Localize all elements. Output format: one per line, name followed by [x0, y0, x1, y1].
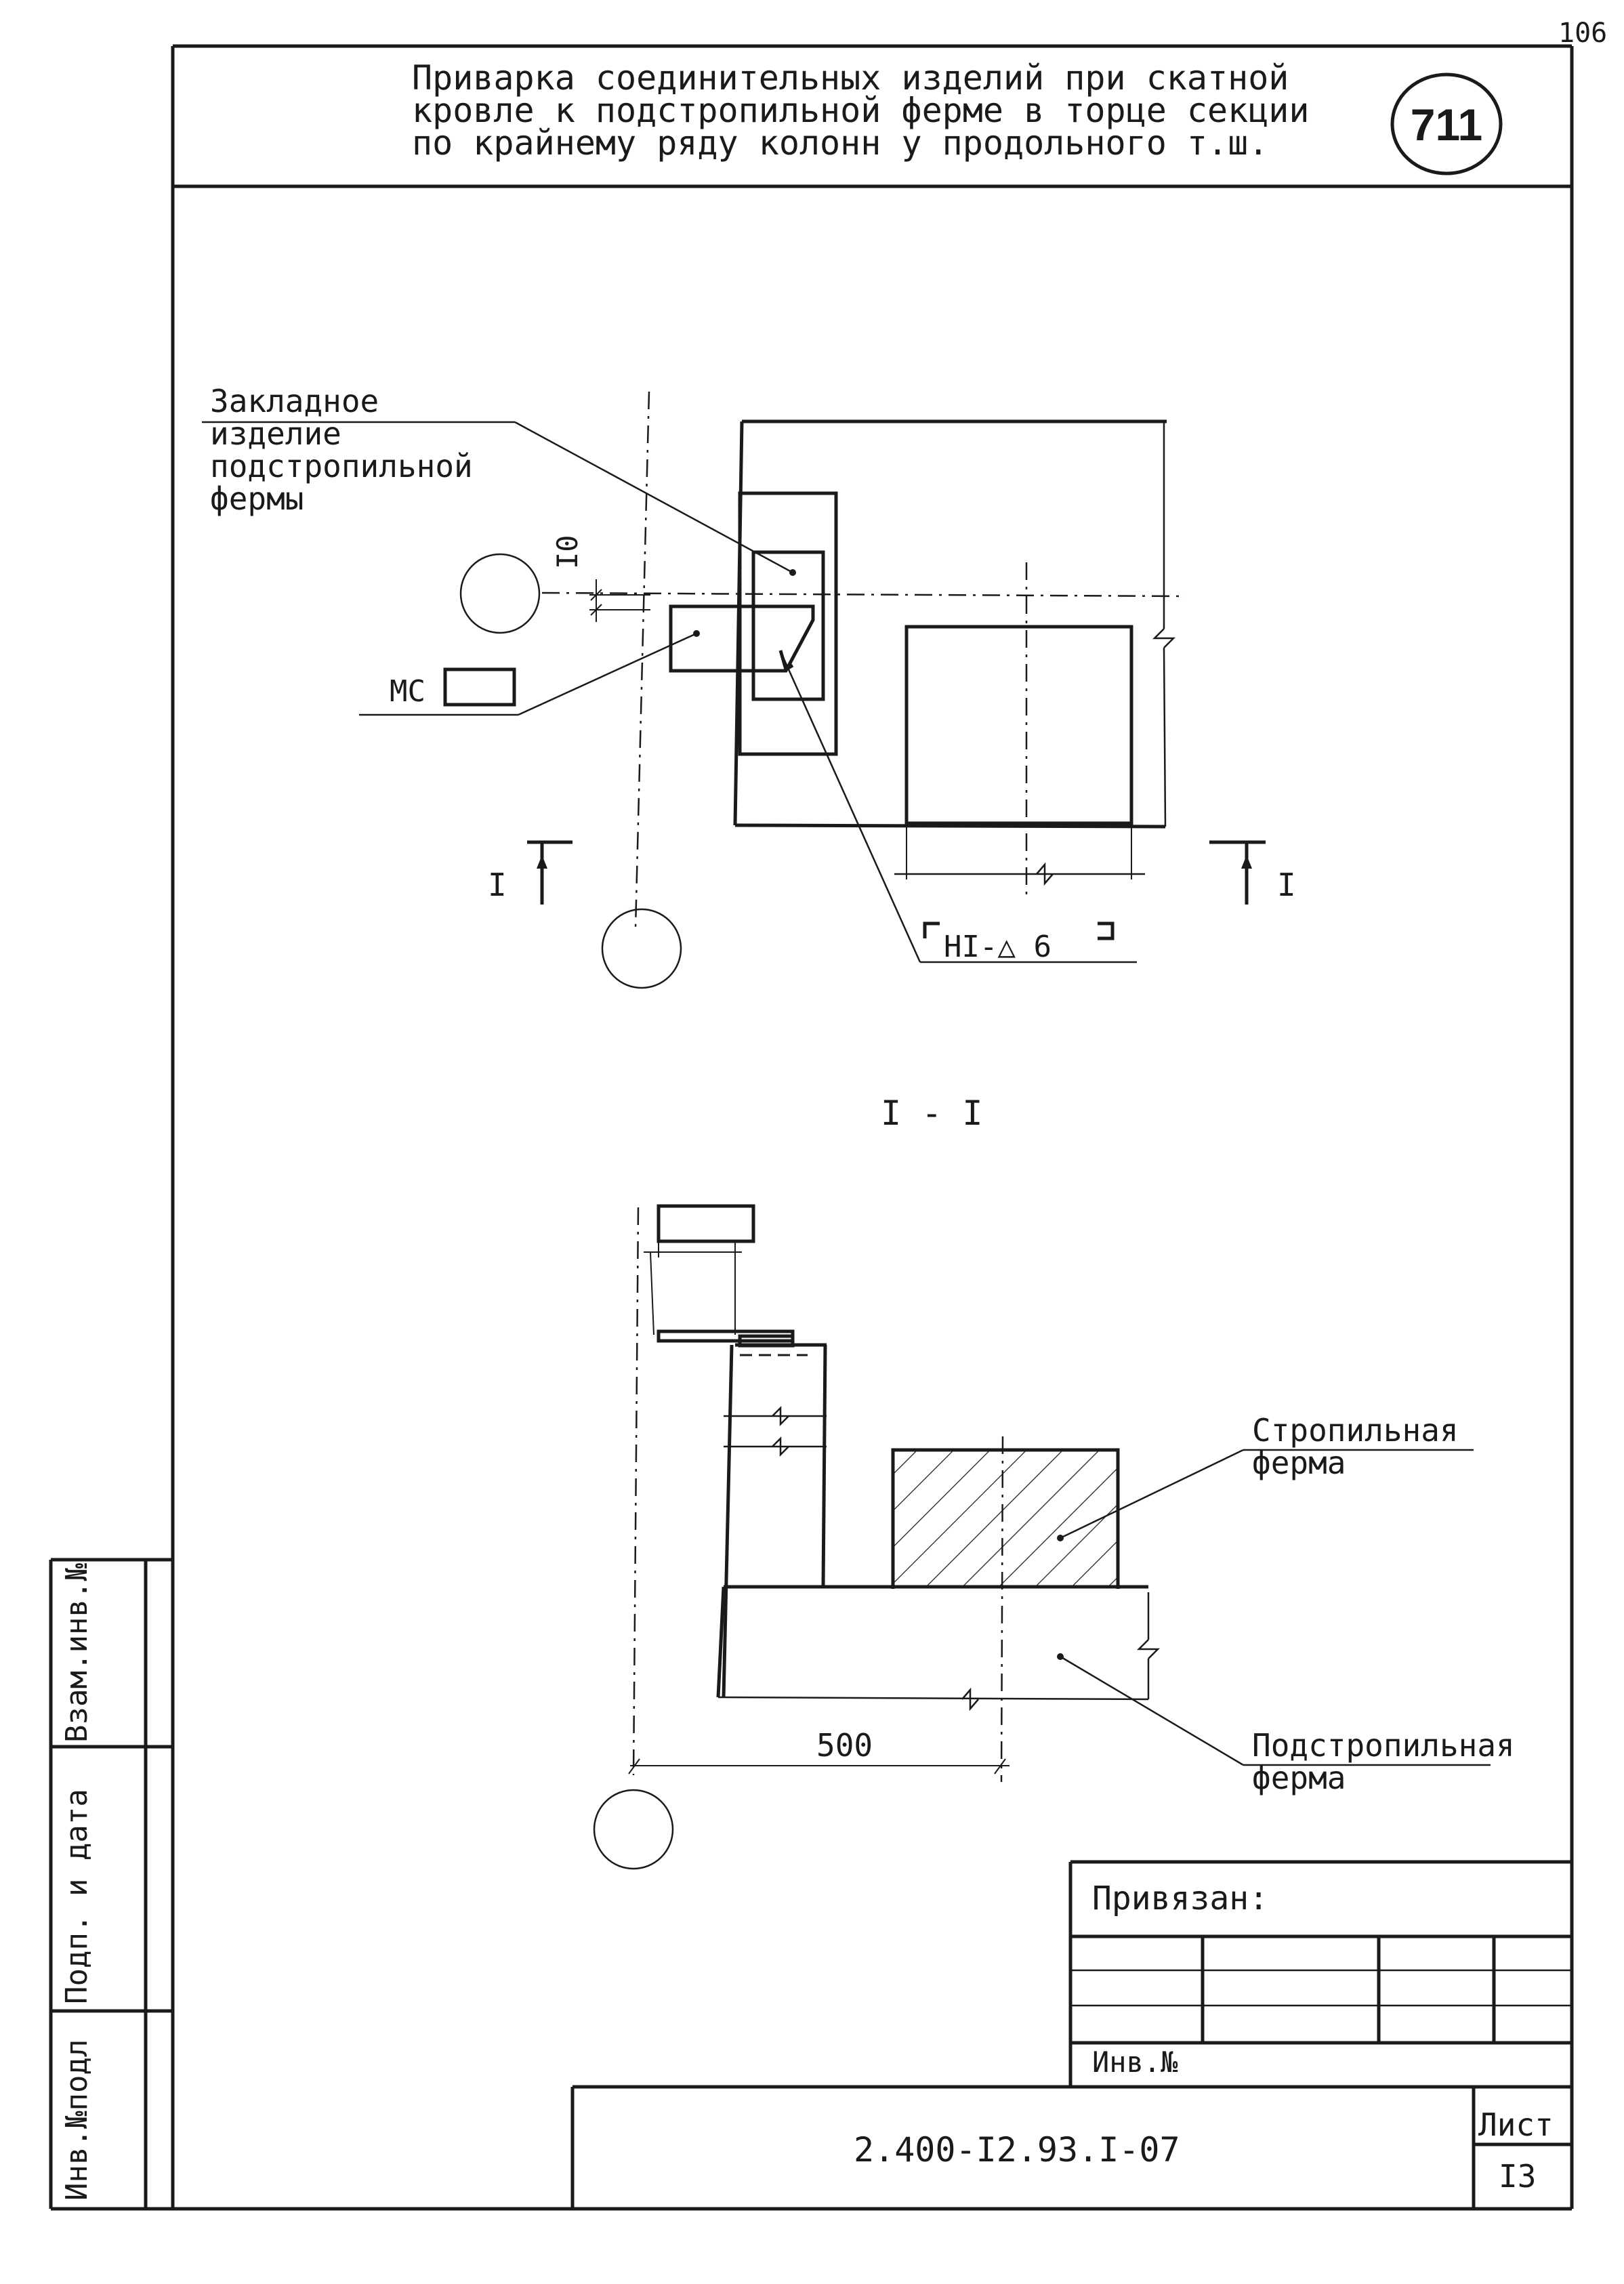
- side-stamp: Взам.инв.№ Подп. и дата Инв.№подл: [49, 1558, 173, 2211]
- axis-bubble-row: [459, 553, 541, 634]
- svg-text:I: I: [488, 867, 507, 903]
- title-line-3: по крайнему ряду колонн у продольного т.…: [412, 123, 1268, 163]
- label-subrafter-1: Подстропильная: [1252, 1727, 1515, 1764]
- section-view: 500 Стропильная ферма Подстропильная фер…: [593, 1204, 1515, 1870]
- label-embedded-4: фермы: [210, 480, 304, 517]
- label-subrafter-2: ферма: [1252, 1760, 1346, 1796]
- axis-bubble-section: [593, 1789, 674, 1870]
- dim-10: I0: [551, 535, 584, 569]
- title-line-2: кровле к подстропильной ферме в торце се…: [412, 91, 1310, 130]
- attached-label: Привязан:: [1092, 1880, 1268, 1917]
- plan-view: HI-△ 6 I I Закладное изделие подстропиль…: [202, 383, 1296, 989]
- stamp-replace-inv: Взам.инв.№: [60, 1563, 94, 1743]
- label-embedded-2: изделие: [210, 415, 341, 452]
- section-mark-right: I: [1209, 840, 1296, 905]
- node-number: 711: [1411, 100, 1482, 150]
- section-title: I - I: [881, 1094, 983, 1133]
- drawing-title: Приварка соединительных изделий при скат…: [412, 58, 1310, 163]
- weld-symbol: HI-△ 6: [923, 921, 1115, 964]
- label-embedded-3: подстропильной: [210, 448, 473, 484]
- drawing-frame: [146, 44, 1574, 2211]
- sheet-number: I3: [1499, 2158, 1536, 2195]
- svg-text:I: I: [1277, 867, 1296, 903]
- section-mark-left: I: [488, 840, 572, 905]
- stamp-sign-date: Подп. и дата: [60, 1789, 94, 2004]
- label-ms: МС: [390, 674, 425, 709]
- doc-code: 2.400-I2.93.I-07: [854, 2130, 1180, 2169]
- sheet-label: Лист: [1478, 2106, 1554, 2143]
- dim-500: 500: [816, 1727, 873, 1764]
- title-block: Привязан: Инв.№ 2.400-I2.93.I-07 Лист I3: [570, 1860, 1572, 2209]
- axis-bubble-column: [601, 908, 682, 989]
- page-number: 106: [1558, 18, 1607, 49]
- node-number-badge: 711: [1390, 72, 1503, 175]
- label-rafter-1: Стропильная: [1252, 1412, 1459, 1449]
- title-line-1: Приварка соединительных изделий при скат…: [412, 58, 1289, 98]
- label-rafter-2: ферма: [1252, 1445, 1346, 1481]
- stamp-inv-orig: Инв.№подл: [60, 2039, 94, 2201]
- label-embedded-1: Закладное: [210, 383, 379, 419]
- inv-no-label: Инв.№: [1092, 2046, 1178, 2079]
- weld-label: HI-△ 6: [944, 930, 1052, 964]
